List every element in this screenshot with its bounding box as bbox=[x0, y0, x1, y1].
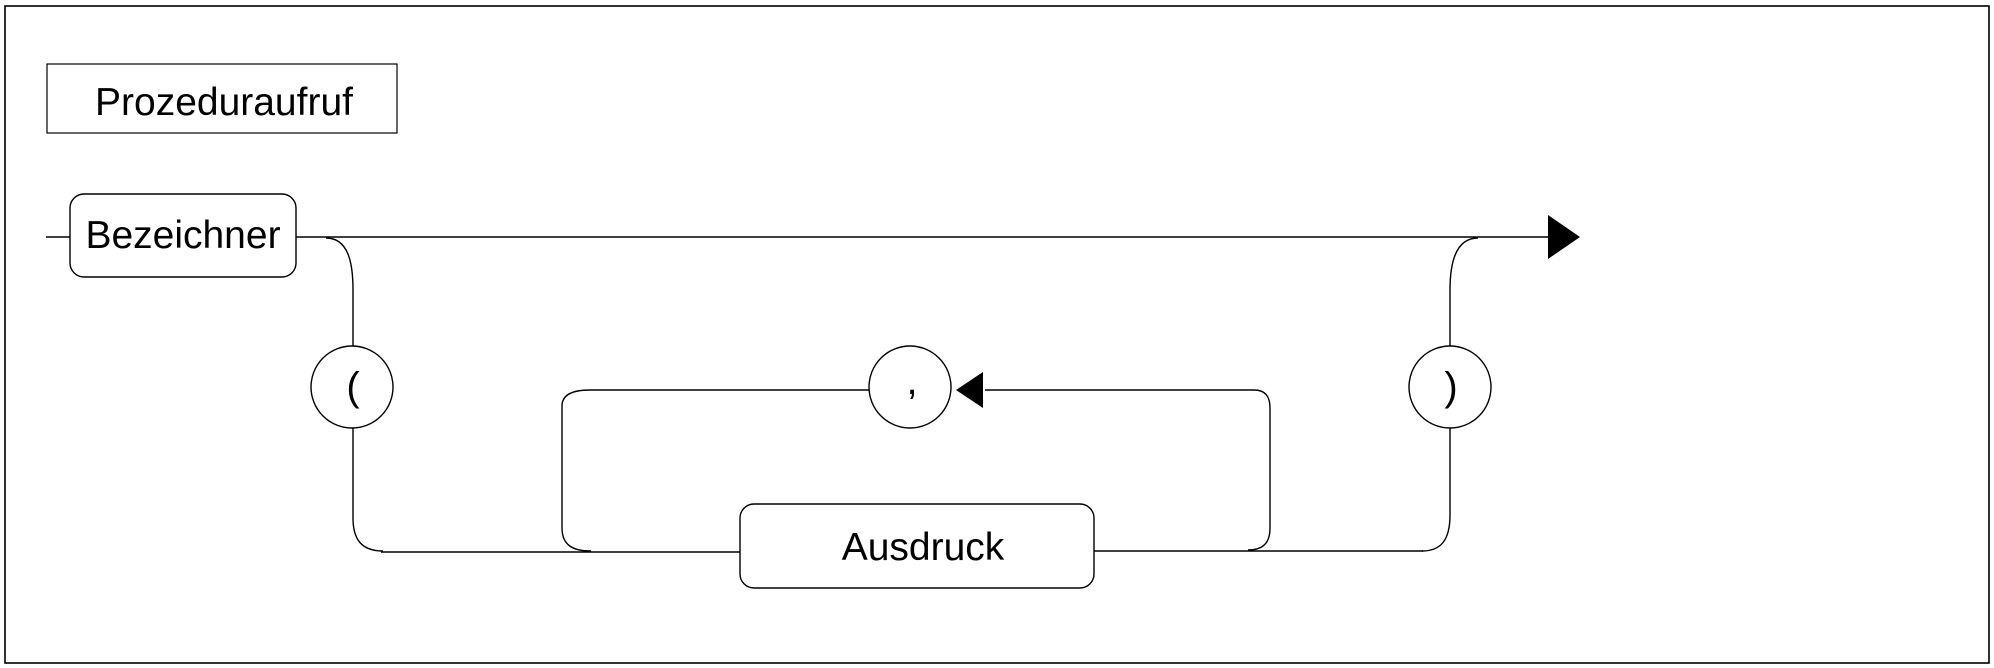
end-arrow bbox=[1548, 215, 1580, 259]
close-paren-terminal: ) bbox=[1408, 345, 1492, 429]
open-paren-label: ( bbox=[346, 365, 360, 409]
diagram-title: Prozeduraufruf bbox=[95, 81, 353, 124]
loop-left bbox=[561, 389, 871, 552]
rail-to-paren-right bbox=[1421, 428, 1451, 552]
loop-arrow bbox=[956, 372, 983, 408]
diagram-title-box: Prozeduraufruf bbox=[46, 63, 398, 134]
identifier-box: Bezeichner bbox=[69, 193, 297, 278]
open-paren-terminal: ( bbox=[310, 345, 394, 429]
loop-right bbox=[985, 389, 1271, 551]
paren-right-to-main bbox=[1449, 237, 1479, 346]
branch-down-left bbox=[325, 237, 354, 346]
comma-terminal: , bbox=[868, 345, 952, 429]
expression-box: Ausdruck bbox=[739, 503, 1095, 589]
identifier-label: Bezeichner bbox=[85, 214, 280, 257]
comma-label: , bbox=[906, 359, 917, 403]
diagram-frame bbox=[4, 5, 1990, 664]
close-paren-label: ) bbox=[1444, 365, 1457, 409]
expression-label: Ausdruck bbox=[842, 526, 1005, 569]
paren-left-to-rail bbox=[352, 428, 384, 552]
